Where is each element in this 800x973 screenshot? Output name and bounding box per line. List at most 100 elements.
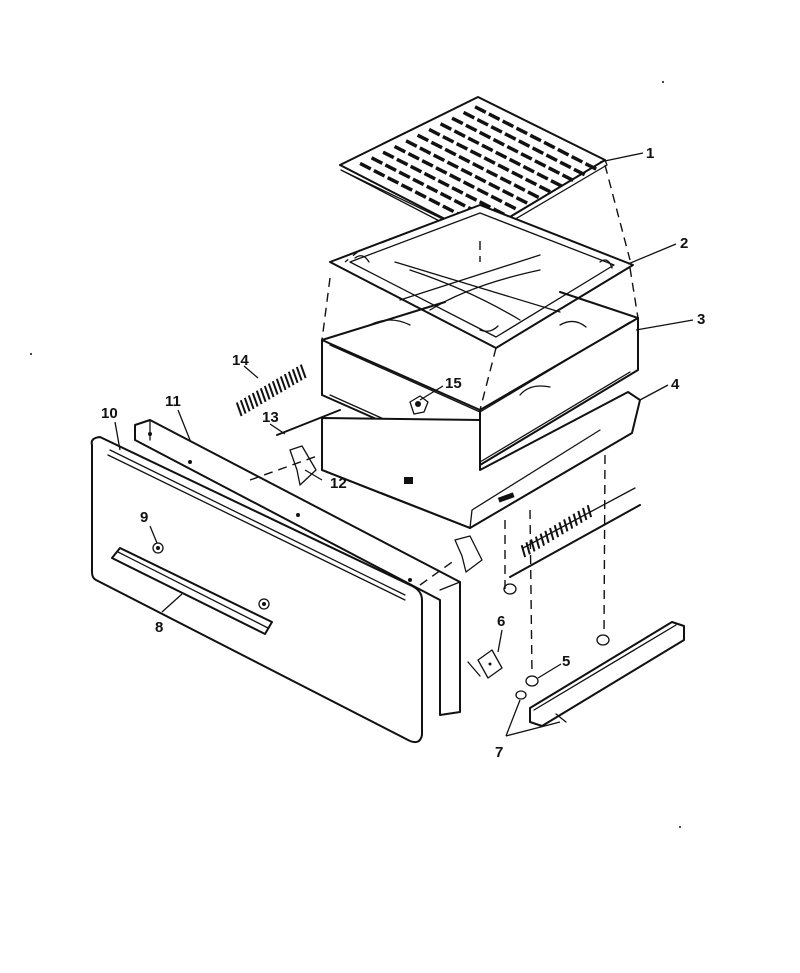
grid-slot [513,183,526,192]
callout-6: 6 [497,613,505,630]
grid-slot [442,204,455,214]
grid-slot [453,129,466,138]
grid-slot [584,162,597,171]
grid-slot [474,174,487,184]
grid-slot [437,178,450,188]
grid-slot [430,140,443,150]
grid-slot [425,184,439,194]
leader-lines [114,152,694,737]
grid-slot [478,130,492,140]
grid-slot [490,194,503,204]
spring-coil [534,536,541,549]
grid-slot [451,186,464,195]
part-11-inner-panel [134,419,461,716]
grid-slot [559,160,572,170]
spring-coil [251,392,259,407]
grid-slot [423,171,436,181]
spring-coil [239,399,247,414]
spring-coil [582,507,588,521]
grid-slot [453,198,466,208]
callout-7: 7 [495,744,503,761]
grid-slot [550,179,563,188]
callout-1: 1 [646,145,654,162]
grid-slot [490,125,503,134]
spring-coil [247,395,255,410]
part-7-slide-rail [515,621,685,727]
spring-coil [549,527,555,541]
callout-10: 10 [101,405,118,422]
grid-slot [393,144,407,154]
grid-slot [384,163,397,172]
part-5-rollers [503,583,610,687]
grid-slot [405,139,418,148]
spring-coil [283,373,291,388]
spring-coil [553,524,560,538]
grid-slot [534,159,547,168]
grid-slot [557,147,570,157]
grid-slot [538,184,551,194]
grid-slot [531,146,545,155]
grid-slot [506,144,519,154]
grid-slot [428,127,441,137]
spring-coil [243,397,251,412]
grid-slot [465,123,478,133]
grid-slot [570,154,584,164]
grid-slot [529,133,542,143]
part-15-clip [409,395,429,415]
speck [662,81,664,83]
callout-9: 9 [140,509,148,526]
part-2-broiler-pan [329,204,634,349]
grid-slot [488,112,501,121]
speck [679,826,681,828]
spring-coil [539,533,545,546]
spring-coil [279,376,287,391]
part-12-brackets [289,445,483,573]
grid-slot [467,136,480,146]
callout-8: 8 [155,619,163,636]
grid-slot [527,190,540,199]
grid-slot [543,140,556,150]
grid-slot [386,176,400,185]
grid-slot [476,117,489,127]
part-13-rod [276,409,341,436]
callout-13: 13 [262,409,279,426]
lower-spring-assembly [509,487,641,578]
callout-12: 12 [330,475,347,492]
grid-slot [465,193,478,202]
grid-slot [462,180,476,189]
grid-slot [462,110,476,120]
spring-coil [530,539,536,552]
grid-slot [469,149,482,158]
grid-slot [561,173,574,182]
grid-slot [483,156,496,165]
grid-slot [545,153,558,163]
grid-slot [446,160,459,170]
grid-slot [448,173,462,182]
speck [30,353,32,355]
grid-slot [517,139,531,148]
grid-slot [504,201,517,211]
grid-slot [382,150,395,160]
grid-slot [373,168,386,178]
spring-coil [291,368,299,384]
alignment-lines [249,164,639,676]
grid-slot [520,152,533,161]
grid-slot [515,126,528,136]
grid-slot [409,164,423,174]
grid-slot [504,132,517,141]
spring-coil [544,530,550,544]
grid-slot [492,137,505,147]
grid-slot [421,159,434,168]
callout-15: 15 [445,375,462,392]
spring-coil [295,366,303,381]
grid-slot [508,157,522,167]
grid-slot [359,161,372,171]
spring-coil [299,364,307,379]
callout-11: 11 [165,393,181,410]
grid-slot [396,157,409,167]
part-9-screws [152,542,270,610]
grid-slot [451,116,464,126]
grid-slot [481,143,494,153]
grid-slot [442,134,455,144]
